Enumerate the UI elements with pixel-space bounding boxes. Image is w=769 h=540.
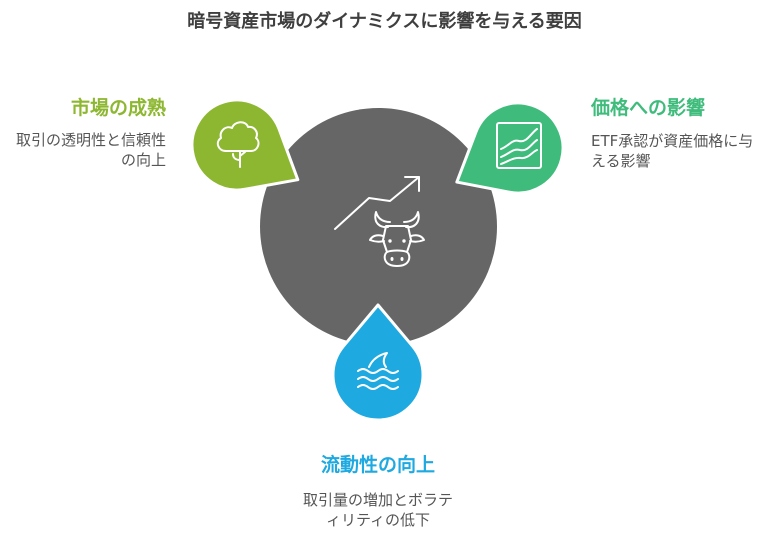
tree-icon xyxy=(216,121,260,168)
bull-right-horn xyxy=(403,211,420,229)
water-wave-3 xyxy=(357,384,399,390)
liquidity-drop xyxy=(331,303,425,422)
factor-heading: 市場の成熟 xyxy=(70,97,166,119)
bull-left-ear xyxy=(369,234,385,243)
description-line: ィリティの低下 xyxy=(325,511,431,529)
chart-line-top xyxy=(500,128,538,150)
description-line: 取引の透明性と信頼性 xyxy=(15,131,166,149)
tree-left-branch xyxy=(232,153,241,161)
chart-line-bottom xyxy=(500,149,538,165)
chart-line-middle xyxy=(500,139,538,158)
factor-description: 取引の透明性と信頼性 の向上 xyxy=(6,130,166,170)
factor-heading: 価格への影響 xyxy=(591,97,706,119)
rising-arrow-line xyxy=(334,176,420,230)
center-circle xyxy=(260,108,497,345)
water-wave-1 xyxy=(357,368,399,374)
bull-left-nostril xyxy=(390,257,394,261)
factor-description: ETF承認が資産価格に与 える影響 xyxy=(591,131,763,171)
bull-right-nostril xyxy=(400,257,404,261)
water-wave-2 xyxy=(357,376,399,382)
chart-icon xyxy=(496,122,542,169)
bull-right-eye xyxy=(402,239,406,243)
description-line: ETF承認が資産価格に与 xyxy=(591,132,754,150)
description-line: の向上 xyxy=(120,151,166,169)
description-line: 取引量の増加とボラテ xyxy=(302,491,453,509)
chart-frame xyxy=(496,122,542,169)
rising-arrow-head xyxy=(404,176,420,192)
shark-fin-water-icon xyxy=(357,352,399,390)
bull-left-horn xyxy=(374,211,391,229)
tree-canopy xyxy=(216,121,260,152)
description-line: える影響 xyxy=(591,152,651,170)
factor-description: 取引量の増加とボラテ ィリティの低下 xyxy=(268,490,488,530)
bull-left-eye xyxy=(388,239,392,243)
market-maturity-drop xyxy=(190,98,300,192)
bull-snout-line xyxy=(386,249,408,253)
bull-right-ear xyxy=(409,234,425,243)
shark-fin xyxy=(368,352,388,368)
tree-right-branch xyxy=(239,151,246,157)
factor-heading: 流動性の向上 xyxy=(320,454,435,476)
price-impact-drop xyxy=(455,101,565,195)
diagram-title: 暗号資産市場のダイナミクスに影響を与える要因 xyxy=(187,11,582,32)
bull-with-rising-arrow-icon xyxy=(334,176,425,267)
